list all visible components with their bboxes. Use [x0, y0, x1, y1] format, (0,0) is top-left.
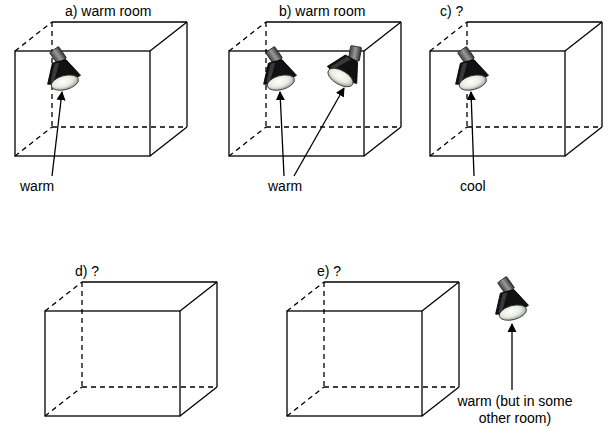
lamp-icon: [447, 43, 491, 94]
leader-arrow: [511, 324, 512, 390]
lamp-icon: [39, 43, 83, 94]
room-cube: [45, 282, 217, 416]
leader-arrow: [52, 92, 62, 176]
callout-label: cool: [460, 178, 486, 195]
room-box: e) ?: [287, 260, 459, 416]
leader-arrow: [471, 92, 474, 176]
lamp-icon: [255, 43, 299, 94]
callout-label: warm: [268, 178, 302, 195]
room-cube: [287, 282, 459, 416]
room-box: b) warm room: [229, 0, 401, 156]
room-heading: c) ?: [440, 3, 463, 19]
room-box: c) ?: [430, 0, 602, 156]
room-heading: a) warm room: [65, 3, 151, 19]
leader-arrow: [294, 88, 344, 176]
room-box: a) warm room: [15, 0, 187, 156]
room-cube: [430, 22, 602, 156]
room-box: d) ?: [45, 260, 217, 416]
callout-label: warm (but in some other room): [440, 393, 590, 427]
room-cube: [15, 22, 187, 156]
room-cube: [229, 22, 401, 156]
room-heading: b) warm room: [279, 3, 365, 19]
room-heading: e) ?: [317, 263, 341, 279]
lamp-icon: [487, 273, 531, 324]
callout-label: warm: [20, 178, 54, 195]
lamp-icon: [322, 37, 373, 92]
room-heading: d) ?: [75, 263, 99, 279]
leader-arrow: [280, 92, 284, 176]
